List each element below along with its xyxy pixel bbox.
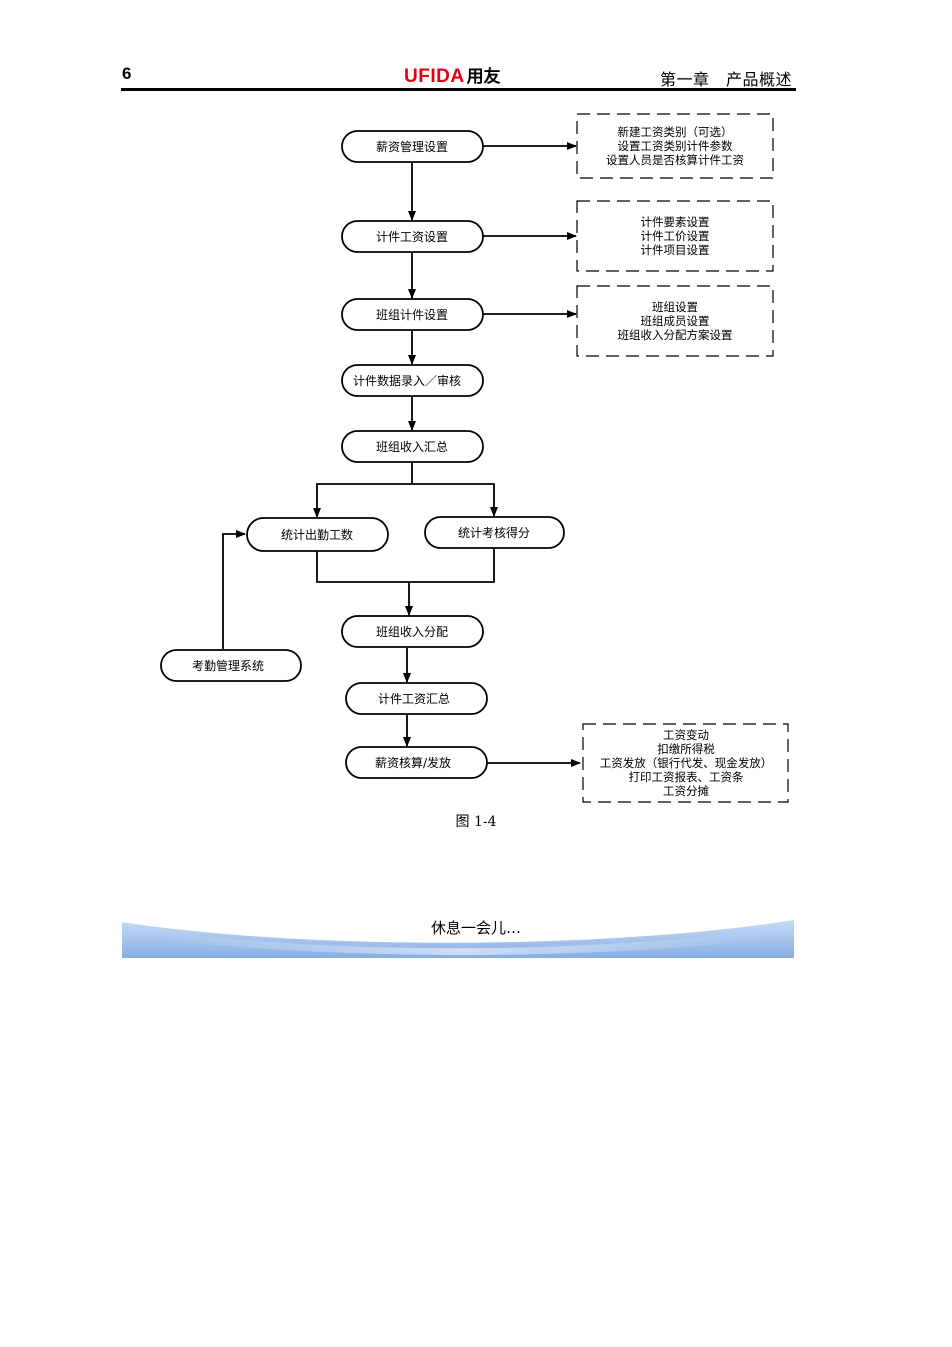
arrow-summary-to-assessment: [412, 483, 498, 517]
note-salary-line-3: 设置人员是否核算计件工资: [606, 153, 744, 167]
brand-logo-cn: 用友: [466, 67, 501, 87]
note-box-payout: [582, 723, 789, 803]
label-piece-wage-summary: 计件工资汇总: [378, 692, 450, 706]
label-assessment-stats: 统计考核得分: [458, 525, 530, 540]
node-piece-wage-summary: [345, 682, 488, 715]
note-piece-line-2: 计件工价设置: [641, 229, 710, 243]
label-team-income-summary: 班组收入汇总: [376, 440, 448, 454]
node-salary-calc-payout: [345, 746, 488, 779]
rest-banner: [122, 920, 794, 958]
node-team-income-allocation: [341, 615, 484, 648]
label-piece-wage-setup: 计件工资设置: [376, 230, 448, 244]
node-assessment-stats: [424, 516, 565, 549]
note-box-salary-setup: [576, 113, 774, 179]
note-payout-line-2: 扣缴所得税: [657, 742, 715, 756]
header-rule: [121, 88, 796, 91]
note-team-line-1: 班组设置: [652, 300, 698, 314]
note-team-line-3: 班组收入分配方案设置: [618, 328, 733, 342]
node-piece-data-entry: [341, 364, 484, 397]
flowchart: 薪资管理设置 计件工资设置 班组计件设置 计件数据录入／审核 班组收入汇总 统计…: [160, 113, 789, 803]
note-payout-line-3: 工资发放（银行代发、现金发放）: [600, 756, 773, 770]
note-box-piece-setup: [576, 200, 774, 272]
note-payout-line-4: 打印工资报表、工资条: [629, 770, 744, 784]
note-payout-line-5: 工资分摊: [663, 784, 709, 798]
note-piece-line-3: 计件项目设置: [641, 243, 710, 257]
label-salary-calc-payout: 薪资核算/发放: [375, 755, 451, 770]
node-salary-mgmt-setup: [341, 130, 484, 163]
note-box-team-setup: [576, 285, 774, 357]
arrow-summary-to-attendance: [313, 461, 413, 518]
banner-highlight: [162, 930, 762, 955]
label-salary-mgmt-setup: 薪资管理设置: [376, 139, 448, 154]
note-piece-line-1: 计件要素设置: [641, 215, 710, 229]
chapter-title: 第一章 产品概述: [659, 70, 792, 89]
brand-logo-en: UFIDA: [404, 66, 465, 87]
node-attendance-stats: [246, 517, 389, 552]
label-team-income-allocation: 班组收入分配: [376, 625, 448, 639]
label-attendance-stats: 统计出勤工数: [281, 527, 353, 542]
arrow-attendance-system: [222, 530, 246, 649]
label-attendance-system: 考勤管理系统: [192, 658, 264, 673]
figure-caption: 图 1-4: [455, 814, 497, 830]
node-team-income-summary: [341, 430, 484, 463]
node-team-piece-setup: [341, 298, 484, 331]
node-piece-wage-setup: [341, 220, 484, 253]
note-salary-line-1: 新建工资类别（可选）: [618, 125, 733, 139]
page-number: 6: [122, 64, 132, 83]
node-attendance-system: [160, 649, 302, 682]
merge-line: [316, 549, 495, 583]
note-payout-line-1: 工资变动: [663, 728, 709, 742]
rest-banner-text: 休息一会儿…: [430, 919, 521, 937]
note-salary-line-2: 设置工资类别计件参数: [618, 139, 733, 153]
label-piece-data-entry: 计件数据录入／审核: [353, 373, 461, 388]
note-team-line-2: 班组成员设置: [641, 314, 710, 328]
label-team-piece-setup: 班组计件设置: [376, 308, 448, 322]
